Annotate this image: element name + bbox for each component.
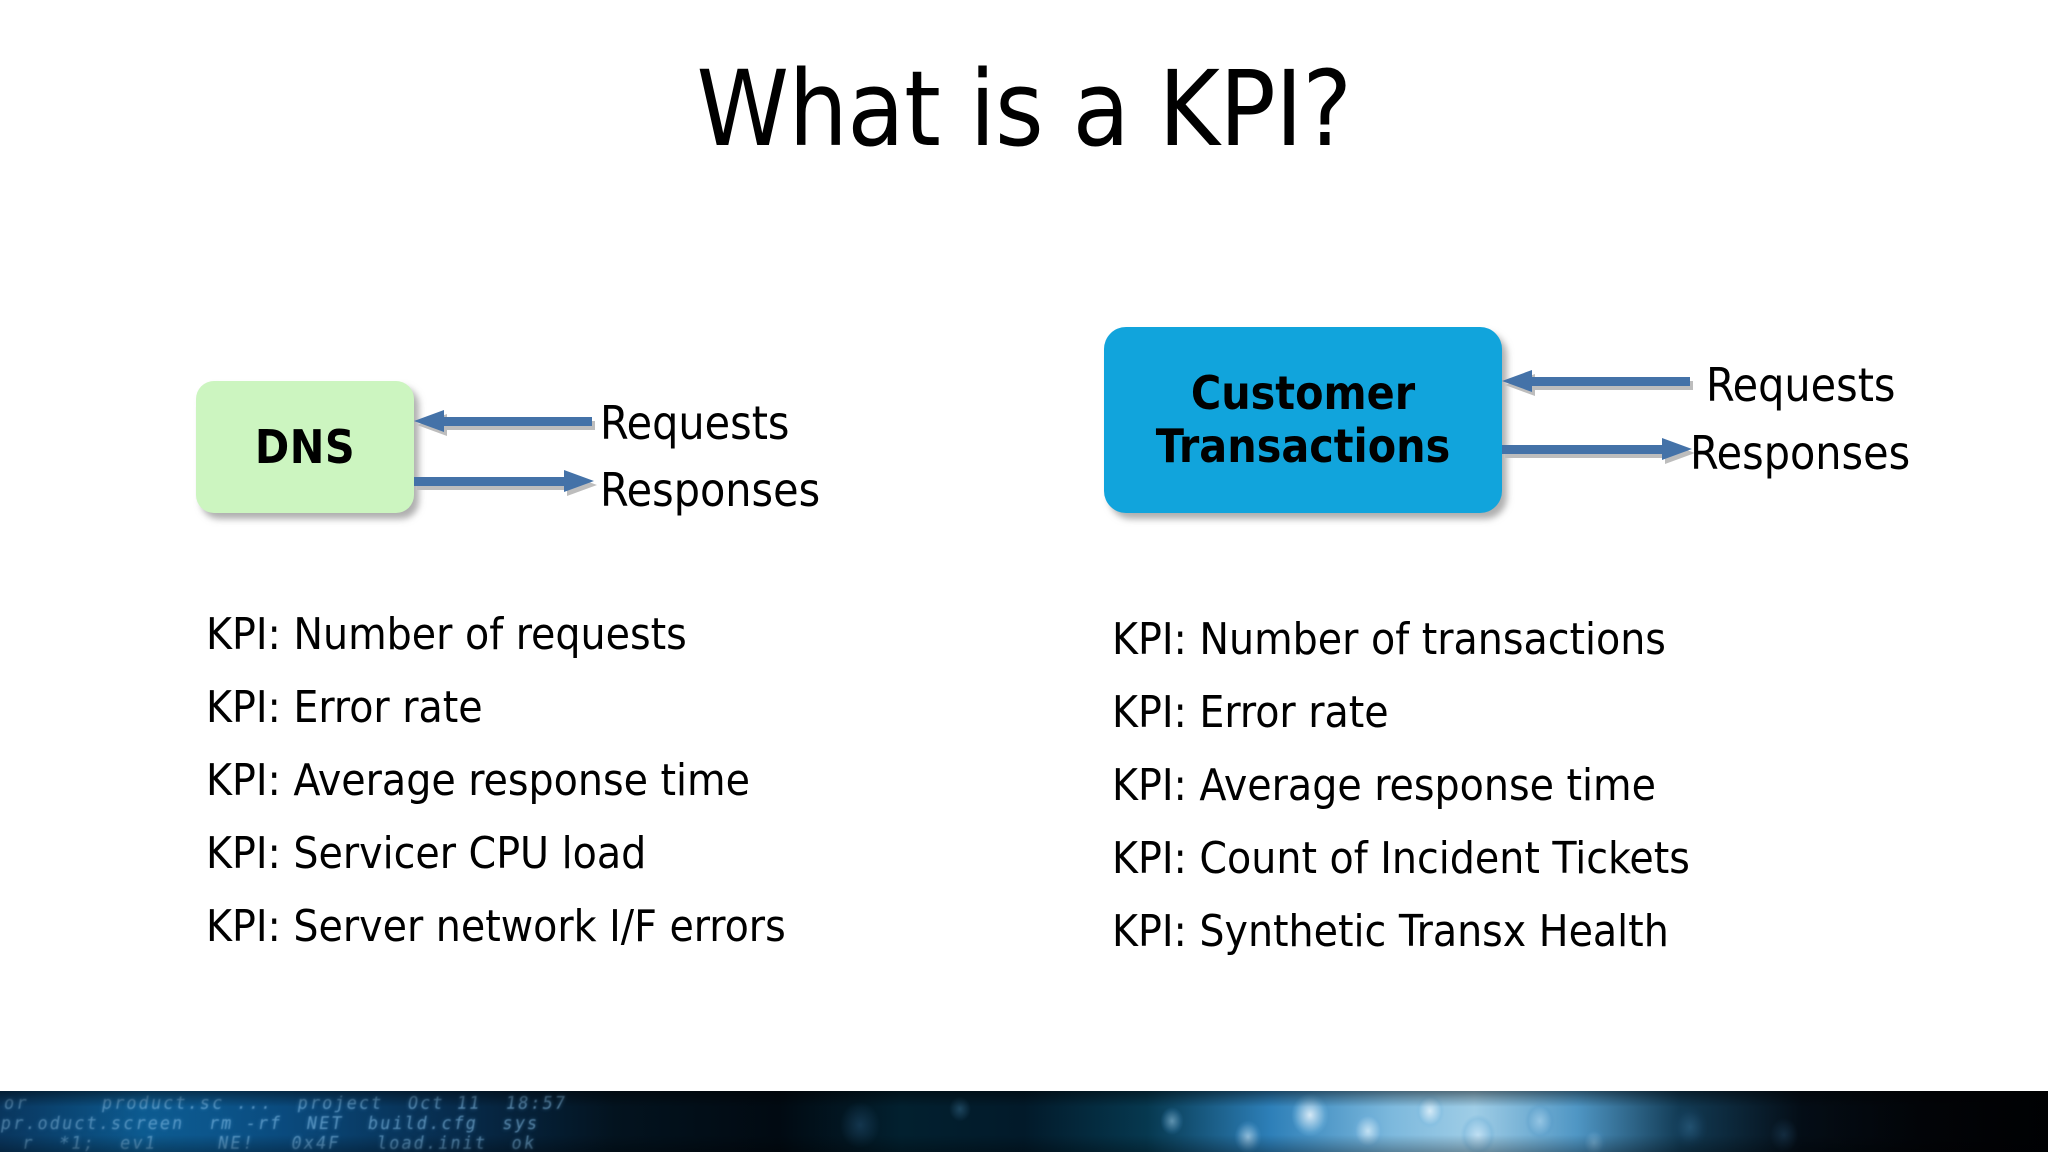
customer-requests-label: Requests bbox=[1706, 358, 1896, 412]
customer-requests-arrow-icon bbox=[1502, 370, 1693, 400]
customer-responses-arrow-icon bbox=[1502, 438, 1695, 468]
customer-transactions-line1: Customer bbox=[1190, 365, 1416, 420]
customer-transactions-line2: Transactions bbox=[1155, 419, 1451, 473]
footer-strip-bokeh-overlay bbox=[0, 1091, 2048, 1152]
list-item: KPI: Synthetic Transx Health bbox=[1112, 906, 1669, 957]
customer-responses-label: Responses bbox=[1690, 426, 1911, 480]
list-item: KPI: Error rate bbox=[1112, 687, 1389, 738]
page-title: What is a KPI? bbox=[696, 48, 1352, 170]
customer-transactions-node-label: Customer Transactions bbox=[1155, 365, 1451, 474]
list-item: KPI: Number of requests bbox=[206, 609, 687, 660]
kpi-list-right: KPI: Number of transactions KPI: Error r… bbox=[1112, 618, 1690, 954]
list-item: KPI: Count of Incident Tickets bbox=[1112, 833, 1690, 884]
list-item: KPI: Average response time bbox=[1112, 760, 1656, 811]
list-item: KPI: Error rate bbox=[206, 682, 483, 733]
list-item: KPI: Average response time bbox=[206, 755, 750, 806]
footer-decorative-strip: or product.sc ... project Oct 11 18:57 p… bbox=[0, 1091, 2048, 1152]
list-item: KPI: Server network I/F errors bbox=[206, 901, 786, 952]
dns-node-label: DNS bbox=[254, 420, 356, 474]
list-item: KPI: Servicer CPU load bbox=[206, 828, 647, 879]
dns-node-box: DNS bbox=[196, 381, 414, 513]
dns-requests-arrow-icon bbox=[414, 410, 595, 440]
dns-responses-label: Responses bbox=[600, 463, 821, 517]
customer-transactions-node-box: Customer Transactions bbox=[1104, 327, 1502, 513]
footer-strip-vignette bbox=[0, 1091, 2048, 1152]
dns-requests-label: Requests bbox=[600, 396, 790, 450]
kpi-list-left: KPI: Number of requests KPI: Error rate … bbox=[206, 613, 786, 949]
dns-responses-arrow-icon bbox=[414, 470, 597, 500]
list-item: KPI: Number of transactions bbox=[1112, 614, 1666, 665]
